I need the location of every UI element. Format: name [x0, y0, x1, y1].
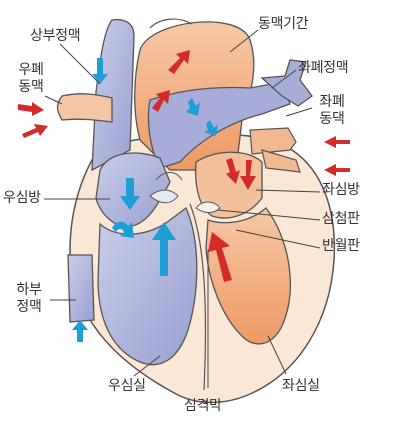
tricuspid-valve-flaps [149, 189, 179, 204]
arrow-aorta-2 [152, 90, 170, 112]
right-pulmonary-artery [56, 93, 113, 123]
left-ventricle-chamber [205, 207, 291, 345]
label-aorta: 동맥기간 [258, 16, 309, 32]
arrow-ra-down [120, 178, 140, 210]
label-superior-vena-cava: 상부정맥 [30, 28, 81, 44]
label-left-pulmonary-vein: 좌폐정맥 [298, 60, 349, 76]
label-right-pulmonary-artery: 우폐 동맥 [15, 62, 47, 96]
label-left-pulmonary-artery-line2: 동댁 [319, 111, 345, 127]
red-flow-arrows [18, 50, 350, 282]
inferior-vena-cava [67, 254, 95, 323]
arrow-ivc-up [72, 320, 88, 342]
arrow-la-1 [226, 158, 240, 184]
label-septum: 심격막 [184, 398, 222, 414]
left-pulmonary-artery-branches [260, 59, 313, 107]
arrow-ra-curve [112, 221, 134, 238]
right-ventricle-chamber [97, 206, 198, 366]
arrow-svc-down [92, 58, 108, 84]
arrow-rpa [22, 124, 48, 138]
arrow-rpa-2 [18, 102, 44, 116]
label-right-atrium: 우심방 [3, 190, 41, 206]
arrow-lv-up [208, 232, 232, 282]
arrow-lpv-2 [324, 164, 350, 176]
label-left-pulmonary-artery-line1: 좌폐 [319, 94, 345, 110]
label-right-ventricle: 우심실 [108, 378, 146, 394]
label-left-atrium: 좌심방 [322, 182, 360, 198]
pulmonary-trunk [147, 81, 291, 169]
label-right-pulmonary-artery-line1: 우폐 [18, 62, 44, 78]
label-tricuspid-valve: 삼첨판 [322, 211, 360, 227]
label-left-pulmonary-artery: 좌폐 동댁 [316, 94, 348, 128]
arrow-pulm-2 [204, 120, 218, 136]
arrow-pulm-1 [186, 98, 200, 116]
arrow-rv-up [152, 222, 176, 276]
label-semilunar-valve: 반월판 [322, 238, 360, 254]
label-inferior-vena-cava-line2: 정맥 [16, 299, 42, 315]
arrow-aorta-1 [168, 50, 190, 74]
arrow-la-2 [240, 160, 256, 190]
label-inferior-vena-cava: 하부 정맥 [12, 282, 46, 316]
arrow-lpv-1 [324, 136, 350, 148]
label-left-ventricle: 좌심실 [282, 378, 320, 394]
left-pulmonary-vein [249, 127, 297, 155]
semilunar-valve-flaps [195, 201, 221, 213]
label-right-pulmonary-artery-line2: 동맥 [18, 79, 44, 95]
blue-flow-arrows [72, 58, 218, 342]
superior-vena-cava [91, 18, 135, 172]
label-inferior-vena-cava-line1: 하부 [16, 282, 42, 298]
leader-lines [44, 29, 321, 388]
septum-line [189, 203, 207, 391]
